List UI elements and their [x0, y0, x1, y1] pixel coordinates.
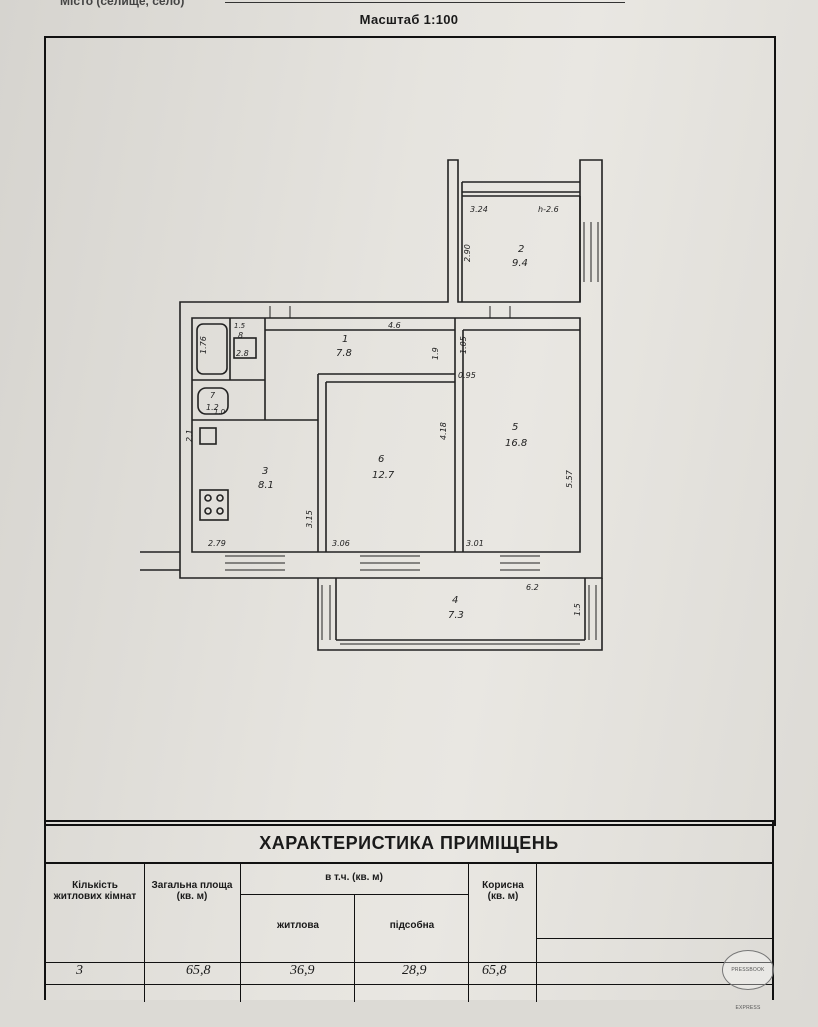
dim-label: 3.24	[470, 205, 488, 214]
header-useful: Корисна (кв. м)	[482, 880, 524, 902]
plan-outline	[179, 159, 603, 579]
room-5-num: 5	[512, 422, 518, 433]
dim-label: 4.6	[388, 321, 401, 330]
grid-line	[240, 864, 241, 1002]
room-6-area: 12.7	[372, 470, 395, 481]
dim-label: 2.79	[208, 539, 226, 548]
scale-label: Масштаб 1:100	[359, 12, 459, 27]
room-3-area: 8.1	[258, 480, 274, 491]
bathtub	[196, 323, 228, 375]
header-rooms-count: Кількість житлових кімнат	[53, 880, 137, 902]
grid-line	[536, 864, 537, 1002]
dim-label: 1.5	[234, 322, 246, 330]
room-5-area: 16.8	[505, 438, 527, 449]
room-2-area: 9.4	[512, 258, 528, 269]
room-2-num: 2	[518, 244, 524, 255]
room-8-num: 8	[238, 331, 243, 340]
value-auxiliary: 28,9	[402, 963, 427, 978]
grid-line	[144, 864, 145, 1002]
dim-label: 1.9	[431, 347, 440, 360]
dim-label: 3.15	[305, 510, 314, 528]
watermark-stamp: PRESSBOOK EXPRESS	[722, 950, 774, 1011]
plan-frame	[44, 36, 776, 826]
characteristics-table: ХАРАКТЕРИСТИКА ПРИМІЩЕНЬ Кількість житло…	[44, 820, 774, 1002]
dim-label: 1.76	[199, 336, 208, 354]
balcony-outline	[317, 578, 603, 651]
room-1-area: 7.8	[336, 348, 352, 359]
dim-label: 2.1	[185, 429, 194, 442]
dim-label: h-2.6	[538, 205, 559, 214]
room-7-area: 1.2	[206, 403, 219, 412]
dim-label: 6.2	[526, 583, 539, 592]
dim-label: 3.06	[332, 539, 350, 548]
room-6-num: 6	[378, 454, 384, 465]
grid-line	[46, 984, 774, 985]
dim-label: 1.05	[459, 336, 468, 354]
toilet	[197, 387, 229, 415]
value-total-area: 65,8	[186, 963, 211, 978]
room-4-num: 4	[452, 595, 458, 606]
value-rooms-count: 3	[76, 963, 83, 978]
value-useful: 65,8	[482, 963, 507, 978]
dim-label: 5.57	[565, 469, 574, 488]
dim-label: 0.95	[458, 371, 476, 380]
dim-label: 4.18	[439, 422, 448, 440]
room-3-num: 3	[262, 466, 268, 477]
stove	[199, 489, 229, 521]
header-underline	[225, 2, 625, 3]
room-8-area: 2.8	[236, 349, 249, 358]
grid-line	[536, 938, 774, 939]
cut-header-text: Місто (селище, село)	[60, 0, 185, 8]
value-living: 36,9	[290, 963, 315, 978]
room-1-num: 1	[342, 334, 348, 345]
sink	[233, 337, 257, 359]
room-4-area: 7.3	[448, 610, 464, 621]
table-title: ХАРАКТЕРИСТИКА ПРИМІЩЕНЬ	[46, 822, 772, 864]
fixture-box	[199, 427, 217, 445]
room-7-num: 7	[210, 391, 216, 400]
grid-line	[354, 894, 355, 1002]
header-auxiliary: підсобна	[389, 920, 435, 931]
header-total-area: Загальна площа (кв. м)	[151, 880, 233, 902]
dim-label: 1.0	[214, 408, 226, 416]
grid-line	[240, 894, 468, 895]
plan-inner-outline	[191, 317, 581, 553]
dim-label: 3.01	[466, 539, 484, 548]
grid-line	[468, 864, 469, 1002]
header-including: в т.ч. (кв. м)	[325, 872, 383, 883]
grid-line	[46, 962, 774, 963]
floor-plan: 1 7.8 2 9.4 3 8.1 4 7.3 5 16.8 6 12.7 8 …	[140, 159, 603, 651]
dim-label: 2.90	[463, 244, 472, 262]
dim-label: 1.5	[573, 603, 582, 616]
header-living: житлова	[277, 920, 319, 931]
